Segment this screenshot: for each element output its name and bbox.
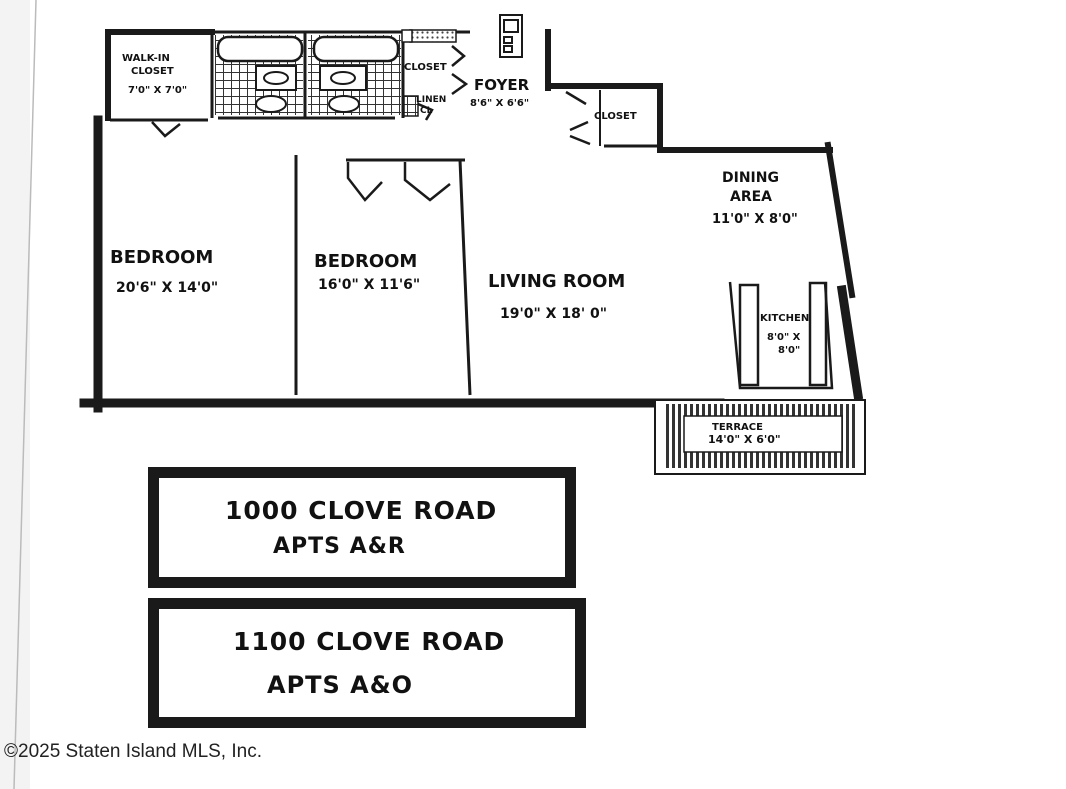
address-1100-line1: 1100 CLOVE ROAD <box>233 627 506 656</box>
address-1100-line2: APTS A&O <box>267 671 414 699</box>
bathroom-right <box>308 35 401 115</box>
bathtub-icon <box>312 35 400 63</box>
bedroom-1-label: BEDROOM <box>110 247 213 268</box>
dining-area-label: DINING <box>722 170 779 186</box>
copyright-notice: ©2025 Staten Island MLS, Inc. <box>4 741 262 762</box>
terrace-label: TERRACE <box>712 422 763 433</box>
terrace-size: 14'0" X 6'0" <box>708 433 781 446</box>
closet-right-label: CLOSET <box>594 111 637 122</box>
bedroom-1-size: 20'6" X 14'0" <box>116 280 218 296</box>
linen-shelf <box>403 95 419 117</box>
sink-icon <box>255 95 287 113</box>
closet-shelf <box>409 29 457 43</box>
foyer-size: 8'6" X 6'6" <box>470 98 529 109</box>
living-room-size: 19'0" X 18' 0" <box>500 306 607 322</box>
bedroom-2-label: BEDROOM <box>314 251 417 272</box>
kitchen-label: KITCHEN <box>760 313 809 324</box>
exterior-walls <box>79 29 864 413</box>
kitchen-counters <box>728 281 834 390</box>
kitchen-size: 8'0" X <box>767 332 801 343</box>
address-1000-line1: 1000 CLOVE ROAD <box>225 496 498 525</box>
foyer-label: FOYER <box>474 76 530 94</box>
address-box-1100: 1100 CLOVE ROAD APTS A&O <box>148 598 586 728</box>
bathtub-icon <box>216 35 304 63</box>
walk-in-closet-size: 7'0" X 7'0" <box>128 85 187 96</box>
sink-icon <box>328 95 360 113</box>
closet-top-label: CLOSET <box>404 62 447 73</box>
walk-in-closet-label-2: CLOSET <box>131 66 174 77</box>
living-room-label: LIVING ROOM <box>488 271 625 292</box>
address-1000-line2: APTS A&R <box>273 534 406 559</box>
page-edge-line <box>13 0 37 789</box>
dining-area-size: 11'0" X 8'0" <box>712 212 798 227</box>
entry-door-icon <box>499 14 523 58</box>
bedroom-2-size: 16'0" X 11'6" <box>318 277 420 293</box>
terrace <box>654 399 866 475</box>
address-box-1000: 1000 CLOVE ROAD APTS A&R <box>148 467 576 588</box>
walk-in-closet-label: WALK-IN <box>122 53 170 64</box>
linen-closet-label: LINEN <box>416 95 446 105</box>
linen-closet-label-2: CL <box>420 106 433 116</box>
kitchen-size-2: 8'0" <box>778 345 800 356</box>
dining-area-label-2: AREA <box>730 189 772 205</box>
door-swings <box>151 45 591 202</box>
toilet-icon <box>319 65 367 91</box>
bathroom-left <box>215 35 304 115</box>
